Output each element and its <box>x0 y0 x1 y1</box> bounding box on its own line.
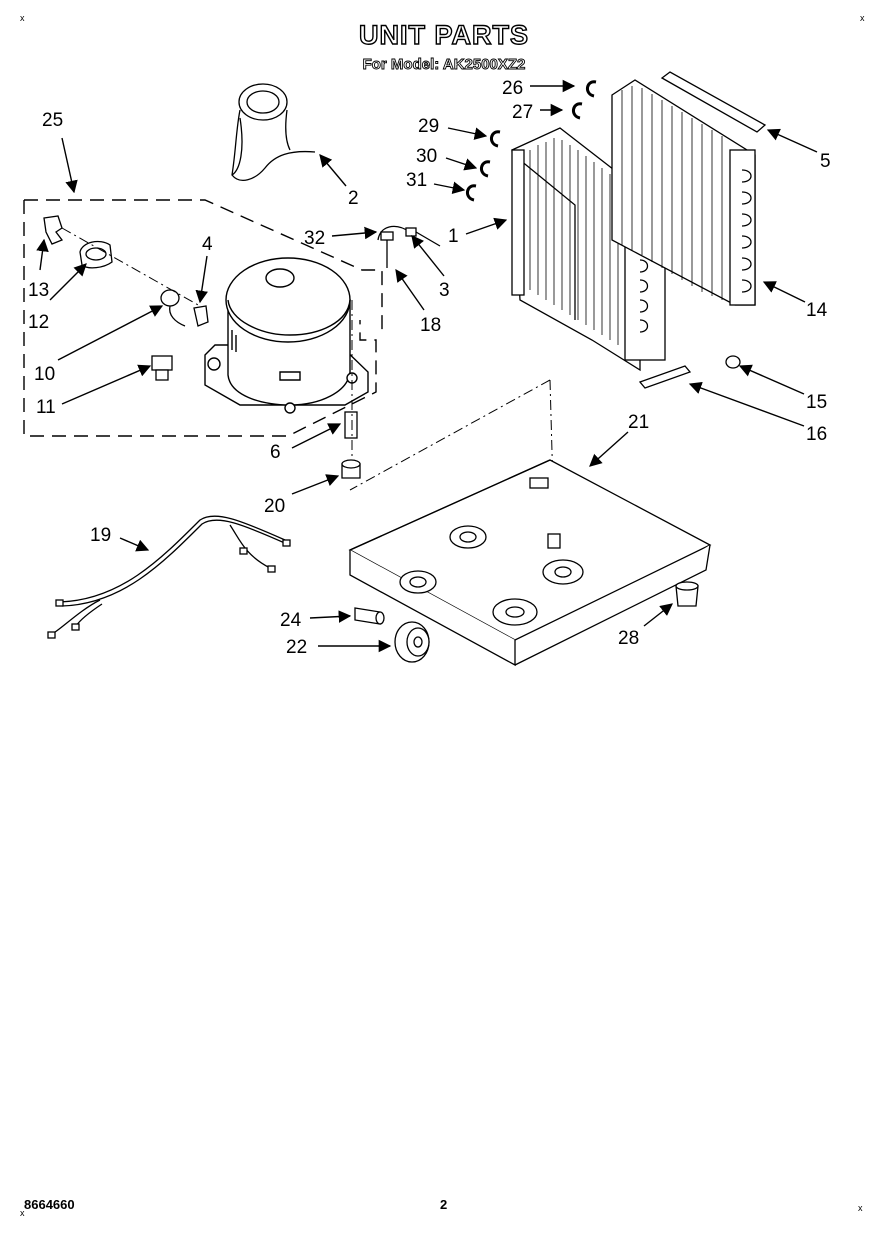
callout-14: 14 <box>806 300 828 321</box>
part-2-duct <box>231 83 316 181</box>
part-14-evaporator-coil <box>611 79 756 306</box>
callout-26: 26 <box>502 78 523 99</box>
callout-29: 29 <box>418 116 439 137</box>
callout-21: 21 <box>628 412 649 433</box>
part-5-strip <box>660 71 767 133</box>
part-16-strip <box>638 365 692 389</box>
corner-mark-bottom-left: x <box>20 1208 25 1218</box>
part-32-tube <box>377 225 441 247</box>
compressor <box>204 257 369 414</box>
page-number: 2 <box>440 1197 448 1212</box>
part-10-overload <box>160 289 186 327</box>
part-13-clip <box>43 215 64 245</box>
callout-25: 25 <box>42 110 63 131</box>
part-21-base-pan <box>348 459 712 667</box>
assembly-guide-lines <box>61 227 556 561</box>
corner-mark-top-right: x <box>860 13 865 23</box>
part-6-sleeve <box>344 411 358 439</box>
part-20-grommet <box>341 459 361 479</box>
part-31-clip <box>466 184 477 202</box>
document-number: 8664660 <box>24 1197 75 1212</box>
callout-32: 32 <box>304 228 325 249</box>
part-29-clip <box>490 130 501 148</box>
callout-6: 6 <box>270 442 281 463</box>
callout-5: 5 <box>820 151 831 172</box>
part-27-clip <box>572 102 583 120</box>
part-18-screw <box>380 231 394 268</box>
callout-labels: 25 2 3 4 5 6 10 11 12 13 14 15 16 18 19 … <box>28 78 831 658</box>
part-4-relay <box>193 305 209 327</box>
callout-31: 31 <box>406 170 427 191</box>
callout-4: 4 <box>202 234 213 255</box>
callout-18: 18 <box>420 315 441 336</box>
callout-30: 30 <box>416 146 437 167</box>
callout-13: 13 <box>28 280 49 301</box>
corner-mark-bottom-right: x <box>858 1203 863 1213</box>
callout-1: 1 <box>448 226 459 247</box>
part-24-sleeve <box>354 607 385 625</box>
part-12-terminal-cover <box>79 240 113 269</box>
page-title: UNIT PARTS <box>358 19 529 50</box>
callout-20: 20 <box>264 496 285 517</box>
callout-12: 12 <box>28 312 49 333</box>
callout-24: 24 <box>280 610 302 631</box>
part-25-compressor-group-boundary <box>23 199 383 437</box>
part-11-capacitor <box>151 355 173 381</box>
callout-arrows <box>36 79 818 653</box>
c-clips <box>466 80 597 202</box>
part-15-nut <box>725 355 741 369</box>
model-subtitle: For Model: AK2500XZ2 <box>362 56 526 74</box>
callout-10: 10 <box>34 364 55 385</box>
callout-2: 2 <box>348 188 359 209</box>
callout-3: 3 <box>439 280 450 301</box>
callout-19: 19 <box>90 525 111 546</box>
part-30-clip <box>480 160 491 178</box>
corner-mark-top-left: x <box>20 13 25 23</box>
callout-28: 28 <box>618 628 639 649</box>
callout-15: 15 <box>806 392 827 413</box>
callout-11: 11 <box>36 397 56 418</box>
part-19-wire-harness <box>47 515 291 639</box>
part-28-foot <box>675 581 699 607</box>
part-26-clip <box>586 80 597 98</box>
callout-16: 16 <box>806 424 827 445</box>
part-22-wheel <box>394 621 430 663</box>
callout-22: 22 <box>286 637 307 658</box>
callout-27: 27 <box>512 102 533 123</box>
